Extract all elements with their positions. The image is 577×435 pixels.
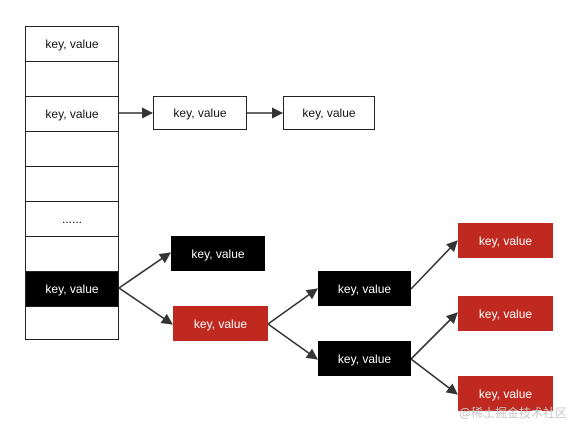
edge-slot-to-tree-left-child xyxy=(118,252,171,289)
hash-slot-1 xyxy=(25,61,119,97)
hash-slot-5: ...... xyxy=(25,201,119,237)
linked-list-node-1: key, value xyxy=(153,96,247,130)
edge-lower-black-to-red-leaf-2 xyxy=(410,312,458,360)
hash-slot-2: key, value xyxy=(25,96,119,132)
edge-upper-black-to-red-leaf-1 xyxy=(410,240,458,290)
linked-list-node-2: key, value xyxy=(283,96,375,130)
edge-red-node-to-lower-black xyxy=(267,323,318,360)
tree-node-red-leaf-2: key, value xyxy=(458,296,553,331)
hash-slot-3 xyxy=(25,131,119,167)
tree-node-black-upper: key, value xyxy=(318,271,411,306)
hash-slot-0: key, value xyxy=(25,26,119,62)
watermark-text: @稀土掘金技术社区 xyxy=(458,406,567,420)
hash-slot-8 xyxy=(25,306,119,340)
edge-red-node-to-upper-black xyxy=(267,288,318,325)
edge-lower-black-to-red-leaf-3 xyxy=(410,358,458,395)
hash-slot-7: key, value xyxy=(25,271,119,307)
hash-slot-4 xyxy=(25,166,119,202)
hash-slot-6 xyxy=(25,236,119,272)
tree-node-red-right: key, value xyxy=(173,306,268,341)
tree-node-red-leaf-3: key, value xyxy=(458,376,553,411)
edge-slot-to-tree-right-child xyxy=(118,287,173,325)
tree-node-black-lower: key, value xyxy=(318,341,411,376)
tree-node-red-leaf-1: key, value xyxy=(458,223,553,258)
tree-node-black-left: key, value xyxy=(171,236,265,271)
